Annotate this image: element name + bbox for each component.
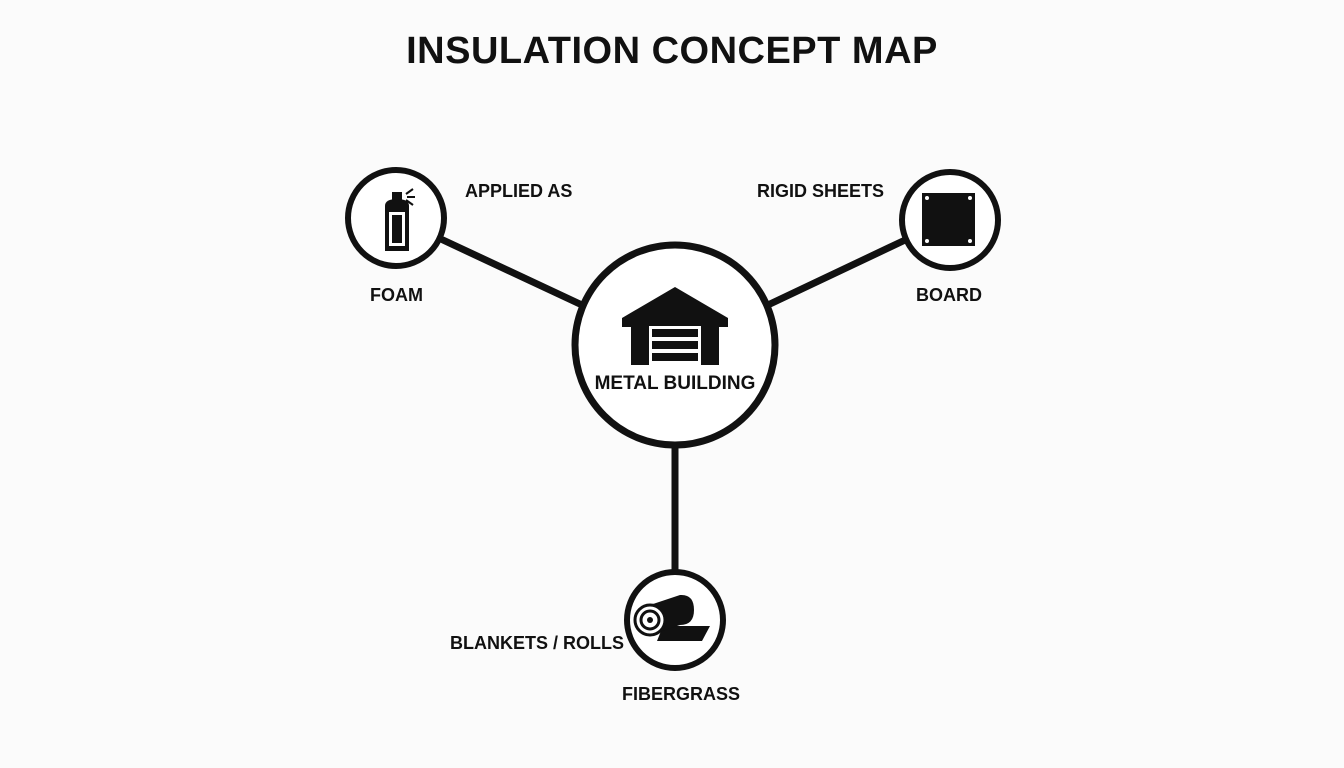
map-title: INSULATION CONCEPT MAP <box>406 30 938 72</box>
board-label: BOARD <box>916 285 982 305</box>
fibergrass-relation-label: BLANKETS / ROLLS <box>450 633 624 653</box>
center-label: METAL BUILDING <box>594 373 756 394</box>
connector-board <box>766 237 907 308</box>
roll-icon <box>633 594 710 641</box>
square-panel-icon <box>922 193 975 246</box>
spray-can-icon <box>385 188 415 251</box>
center-node <box>571 241 779 449</box>
garage-icon <box>622 287 728 365</box>
foam-node <box>345 167 447 269</box>
fibergrass-node <box>624 569 726 671</box>
connector-foam <box>439 236 586 309</box>
board-relation-label: RIGID SHEETS <box>757 181 885 201</box>
foam-label: FOAM <box>370 285 423 305</box>
fibergrass-label: FIBERGRASS <box>622 684 741 704</box>
foam-relation-label: APPLIED AS <box>465 181 573 201</box>
board-node <box>899 169 1001 271</box>
